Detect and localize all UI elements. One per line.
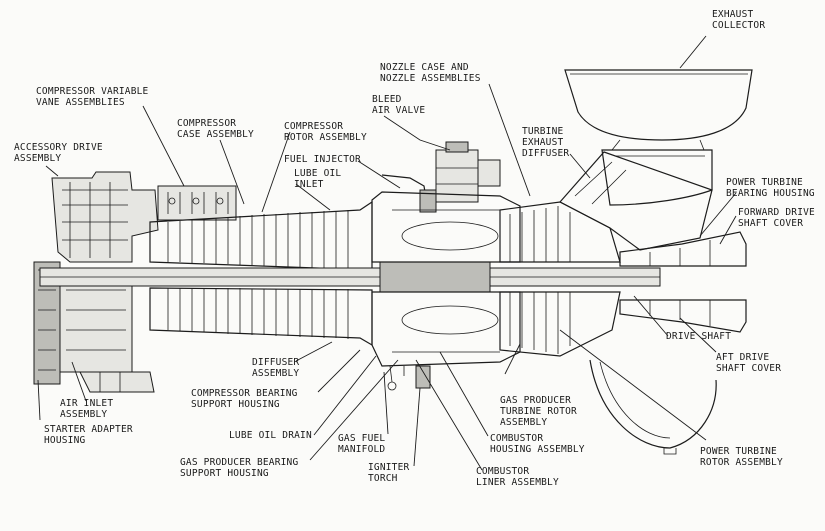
exhaust-collector bbox=[564, 69, 753, 206]
accessory-drive-housing bbox=[33, 171, 159, 393]
forward-drive-shaft-cover bbox=[619, 231, 747, 333]
lower-exhaust-bowl bbox=[589, 359, 717, 455]
bleed-air-valve bbox=[435, 141, 501, 203]
leader-lines bbox=[37, 35, 737, 471]
label-fuel-injector: FUEL INJECTOR bbox=[284, 154, 361, 165]
fuel-injector-line bbox=[381, 174, 437, 213]
main-shaft bbox=[39, 261, 661, 293]
compressor-variable-vane-box bbox=[157, 185, 237, 221]
igniter-torch-fitting bbox=[387, 365, 431, 391]
turbine-section bbox=[499, 201, 621, 357]
label-lube-oil-drain: LUBE OIL DRAIN bbox=[229, 430, 312, 441]
turbine-exhaust-diffuser bbox=[559, 151, 713, 251]
label-drive-shaft: DRIVE SHAFT bbox=[666, 331, 732, 342]
